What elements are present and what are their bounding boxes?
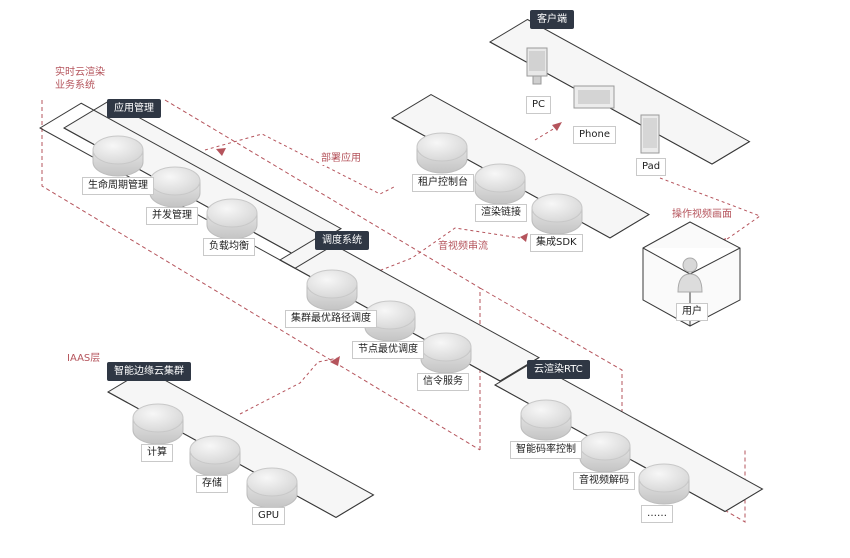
edge-cluster-title: 智能边缘云集群: [107, 362, 191, 381]
client-box: [488, 18, 751, 165]
rtc-item: 音视频解码: [573, 472, 635, 490]
rtc-item: 智能码率控制: [510, 441, 582, 459]
app-mgmt-disc: [149, 166, 201, 208]
box-floor: [490, 19, 750, 165]
app-mgmt-item: 并发管理: [146, 207, 198, 225]
scheduler-item: 信令服务: [417, 373, 469, 391]
operate-screen-note: 操作视频画面: [672, 208, 732, 221]
service-discs: [92, 132, 690, 509]
av-stream-note: 音视频串流: [438, 240, 488, 253]
scheduler-title: 调度系统: [315, 231, 369, 250]
user-icon: [677, 257, 703, 293]
device-label-pad: Pad: [636, 158, 667, 176]
rtc-disc: [579, 431, 631, 473]
device-label-phone: Phone: [573, 126, 616, 144]
iaas-note: IAAS层: [67, 352, 101, 365]
user-label: 用户: [676, 303, 708, 321]
phone-icon: [573, 85, 615, 109]
realtime-system-note-line2: 业务系统: [55, 80, 95, 91]
tenant-disc: [474, 163, 526, 205]
disc-top: [132, 403, 184, 433]
tenant-item: 渲染链接: [475, 204, 527, 222]
tenant-item: 租户控制台: [412, 174, 474, 192]
disc-top: [420, 332, 472, 362]
scheduler-item: 节点最优调度: [352, 341, 424, 359]
realtime-system-note: 实时云渲染 业务系统: [55, 66, 105, 92]
rtc-title: 云渲染RTC: [527, 360, 590, 379]
tenant-disc: [531, 193, 583, 235]
edge-cluster-disc: [246, 467, 298, 509]
disc-top: [520, 399, 572, 429]
arrow-icon: [520, 233, 528, 242]
disc-top: [206, 198, 258, 228]
box-floor: [495, 362, 763, 512]
edge-cluster-item: GPU: [252, 507, 286, 525]
disc-top: [416, 132, 468, 162]
arrow-icon: [552, 122, 562, 131]
disc-top: [531, 193, 583, 223]
tenant-disc: [416, 132, 468, 174]
app-mgmt-item: 负载均衡: [203, 238, 255, 256]
edge-cluster-item: 计算: [141, 444, 173, 462]
disc-top: [306, 269, 358, 299]
tenant-item: 集成SDK: [530, 234, 583, 252]
disc-top: [189, 435, 241, 465]
deploy-app-note: 部署应用: [321, 152, 361, 165]
disc-top: [92, 135, 144, 165]
box-floor: [108, 369, 374, 518]
rtc-disc: [520, 399, 572, 441]
app-mgmt-disc: [206, 198, 258, 240]
rtc-disc: [638, 463, 690, 505]
scheduler-disc: [420, 332, 472, 374]
device-label-pc: PC: [526, 96, 552, 114]
disc-top: [246, 467, 298, 497]
arrow-icon: [216, 148, 226, 156]
edge-cluster-item: 存储: [196, 475, 228, 493]
disc-top: [638, 463, 690, 493]
box-top-face: [488, 18, 751, 165]
iso-boxes: [38, 18, 764, 518]
edge-cluster-disc: [189, 435, 241, 477]
box-top-face: [390, 94, 651, 239]
rtc-item: ……: [641, 505, 673, 523]
app-mgmt-item: 生命周期管理: [82, 177, 154, 195]
disc-top: [149, 166, 201, 196]
app-mgmt-title: 应用管理: [107, 99, 161, 118]
disc-top: [474, 163, 526, 193]
scheduler-item: 集群最优路径调度: [285, 310, 377, 328]
scheduler-disc: [364, 300, 416, 342]
edge-cluster-disc: [132, 403, 184, 445]
arrow-icon: [330, 356, 340, 366]
scheduler-disc: [306, 269, 358, 311]
pad-icon: [640, 114, 660, 154]
client-title: 客户端: [530, 10, 574, 29]
realtime-system-note-line1: 实时云渲染: [55, 67, 105, 78]
pc-icon: [526, 47, 548, 85]
disc-top: [579, 431, 631, 461]
box-floor: [392, 94, 649, 238]
app-mgmt-disc: [92, 135, 144, 177]
